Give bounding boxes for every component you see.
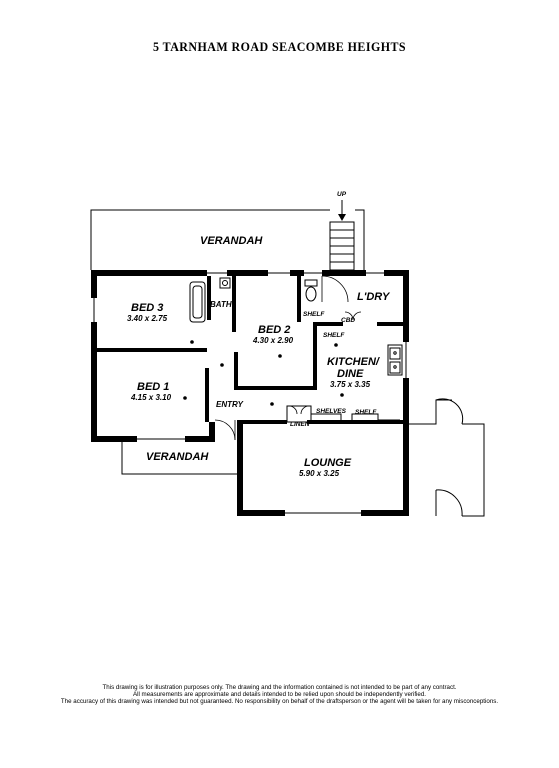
page-title: 5 TARNHAM ROAD SEACOMBE HEIGHTS bbox=[152, 39, 407, 54]
bed3-label: BED 3 bbox=[131, 302, 163, 314]
bed1-label: BED 1 bbox=[137, 381, 169, 393]
lounge-dims: 5.90 x 3.25 bbox=[299, 469, 340, 478]
verandah-bottom-outline bbox=[121, 442, 237, 475]
shelves-outline bbox=[286, 405, 400, 423]
bathtub-icon bbox=[189, 281, 206, 323]
toilet-icon bbox=[304, 279, 318, 302]
verandah-top-outline bbox=[90, 209, 365, 270]
side-paving-outline bbox=[409, 398, 485, 517]
bath-label: BATH bbox=[210, 300, 232, 309]
windows bbox=[90, 269, 410, 517]
linen-label: LINEN bbox=[290, 421, 310, 428]
shelf-laundry-label: SHELF bbox=[303, 311, 325, 318]
disclaimer-line-2: All measurements are approximate and det… bbox=[132, 691, 427, 699]
light-points bbox=[183, 340, 344, 406]
cbd-doors-icon bbox=[344, 311, 362, 321]
entry-label: ENTRY bbox=[216, 400, 244, 409]
bed3-dims: 3.40 x 2.75 bbox=[127, 314, 168, 323]
cbd-label: CBD bbox=[341, 317, 355, 324]
kitchen-label-line1: KITCHEN/ bbox=[327, 356, 381, 368]
disclaimer-line-3: The accuracy of this drawing was intende… bbox=[60, 698, 499, 706]
basin-icon bbox=[219, 277, 231, 289]
laundry-door-arc bbox=[321, 275, 349, 303]
shelf-small-label: SHELF bbox=[355, 409, 377, 416]
up-arrow-icon bbox=[338, 200, 346, 221]
bed1-dims: 4.15 x 3.10 bbox=[130, 393, 172, 402]
shelves-label: SHELVES bbox=[316, 408, 347, 415]
kitchen-dims: 3.75 x 3.35 bbox=[330, 380, 371, 389]
disclaimer: This drawing is for illustration purpose… bbox=[0, 684, 559, 706]
lounge-label: LOUNGE bbox=[304, 457, 352, 469]
verandah-top-label: VERANDAH bbox=[200, 235, 263, 247]
kitchen-label-line2: DINE bbox=[337, 368, 364, 380]
bed2-dims: 4.30 x 2.90 bbox=[252, 336, 294, 345]
up-label: UP bbox=[337, 191, 347, 198]
verandah-bottom-label: VERANDAH bbox=[146, 451, 209, 463]
linen-doors-icon bbox=[288, 405, 310, 415]
stairs bbox=[329, 221, 355, 271]
shelf-kitchen-label: SHELF bbox=[323, 332, 345, 339]
bed2-label: BED 2 bbox=[258, 324, 290, 336]
laundry-label: L'DRY bbox=[357, 291, 391, 303]
disclaimer-line-1: This drawing is for illustration purpose… bbox=[102, 684, 457, 691]
kitchen-sink-icon bbox=[387, 344, 403, 376]
entry-door-arc bbox=[214, 419, 236, 441]
